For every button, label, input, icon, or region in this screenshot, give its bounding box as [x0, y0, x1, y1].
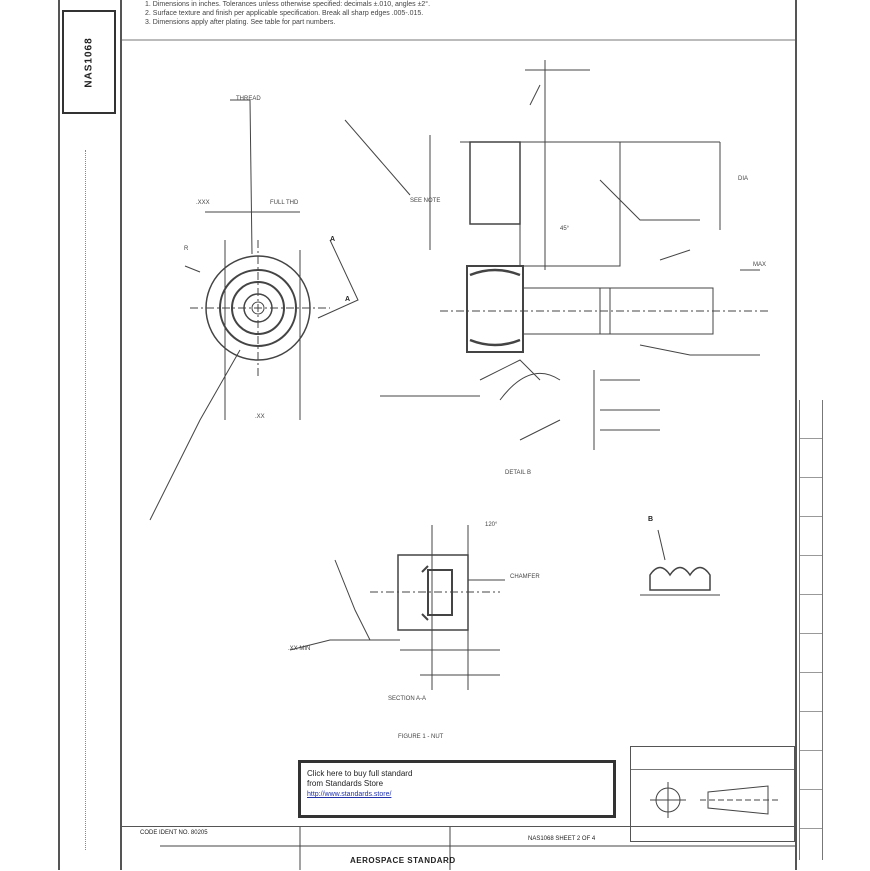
front-view: [149, 99, 411, 521]
callout-label: 120°: [485, 522, 498, 528]
header-note-line: 1. Dimensions in inches. Tolerances unle…: [145, 1, 431, 8]
side-view: [380, 60, 770, 450]
note-line: from Standards Store: [307, 779, 384, 788]
callout-label: 45°: [560, 226, 570, 232]
callout-label: .XX: [255, 414, 265, 420]
store-link[interactable]: http://www.standards.store/: [307, 791, 392, 798]
header-note-line: 2. Surface texture and finish per applic…: [145, 10, 424, 17]
callout-label: CHAMFER: [510, 574, 540, 580]
bottom-rule: [122, 826, 795, 871]
title-block-header: [631, 747, 794, 770]
revision-strip: [799, 400, 823, 860]
header-notes: 1. Dimensions in inches. Tolerances unle…: [145, 0, 785, 38]
header-note-line: 3. Dimensions apply after plating. See t…: [145, 19, 336, 26]
callout-label: THREAD: [236, 96, 261, 102]
bottom-title: AEROSPACE STANDARD: [350, 856, 456, 865]
store-note-box[interactable]: Click here to buy full standard from Sta…: [298, 760, 616, 818]
title-block: [630, 746, 795, 842]
title-block-graphics: [650, 782, 780, 818]
right-frame-line: [795, 0, 797, 870]
section-view: [289, 525, 505, 690]
detail-marker: B: [648, 516, 654, 523]
detail-view: [640, 529, 720, 596]
sheet-id: NAS1068 SHEET 2 OF 4: [528, 836, 596, 842]
callout-label: .XXX: [196, 200, 210, 206]
note-line: Click here to buy full standard: [307, 769, 413, 778]
document-id-box: NAS1068: [62, 10, 116, 114]
code-ident: CODE IDENT NO. 80205: [140, 830, 208, 836]
callout-label: DIA: [738, 176, 749, 182]
callout-label: .XX MIN: [288, 646, 311, 652]
margin-note-line: [85, 150, 98, 850]
section-marker: A: [345, 296, 351, 303]
section-caption: SECTION A-A: [388, 696, 427, 702]
callout-label: R: [184, 246, 189, 252]
callout-label: FULL THD: [270, 200, 299, 206]
callout-label: SEE NOTE: [410, 198, 441, 204]
section-marker: A: [330, 236, 336, 243]
left-margin-strip: [58, 0, 122, 870]
callout-label: DETAIL B: [505, 470, 532, 476]
callout-label: MAX: [753, 262, 767, 268]
figure-caption: FIGURE 1 - NUT: [398, 734, 444, 740]
